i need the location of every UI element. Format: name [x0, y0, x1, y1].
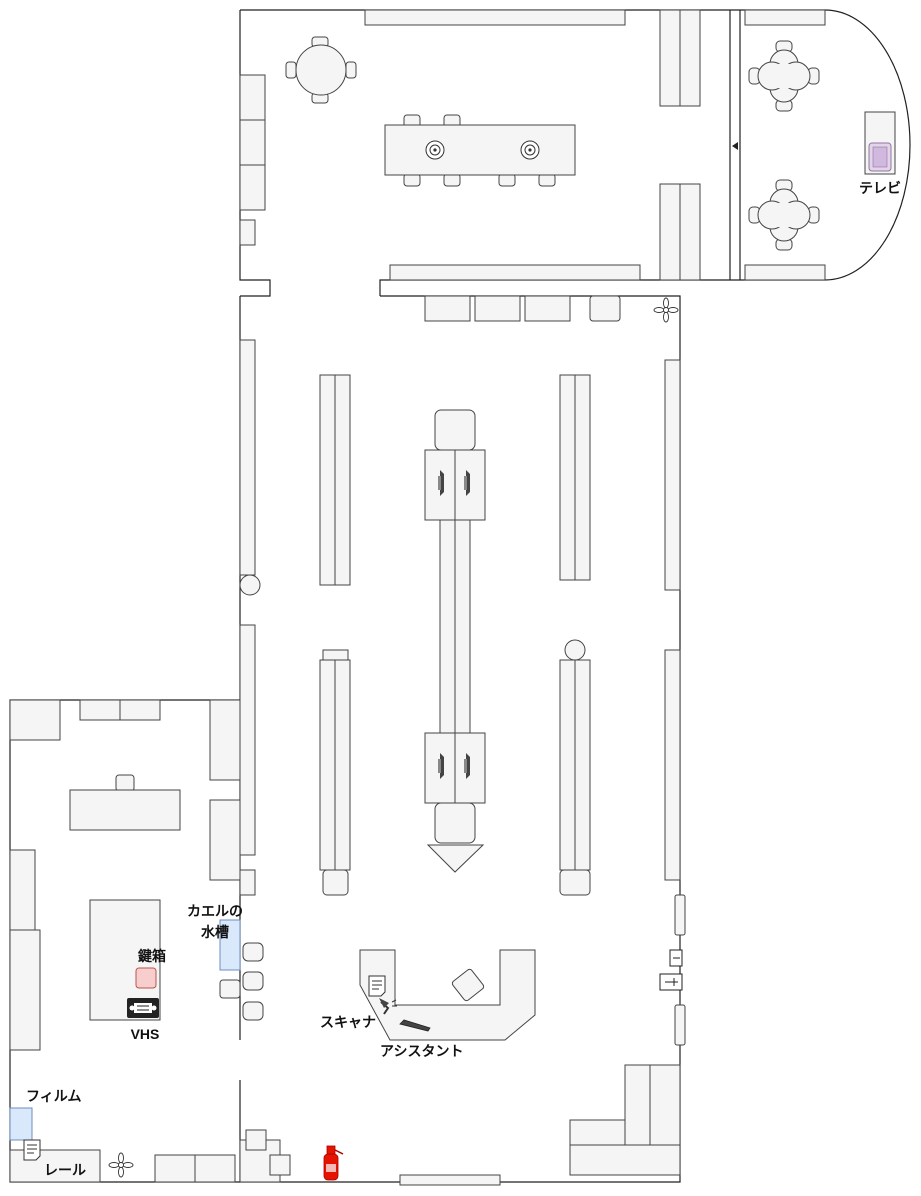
plant-icon	[108, 1152, 134, 1178]
round-table	[285, 36, 357, 104]
monitor-icon	[464, 470, 470, 496]
top-room-furniture	[239, 9, 826, 281]
door-switch-icon	[659, 973, 683, 991]
phone-icon	[425, 140, 445, 160]
small-boxes	[239, 1129, 291, 1183]
assistant-label: アシスタント	[380, 1043, 463, 1059]
meeting-table	[384, 114, 576, 187]
tank-chairs	[219, 942, 264, 1021]
vhs-tape-icon	[127, 998, 159, 1018]
reception-desk	[359, 949, 536, 1041]
scanner-icon	[399, 1019, 431, 1032]
rail-label: レール	[44, 1162, 86, 1178]
lamp-icon	[379, 998, 397, 1015]
film-label: フィルム	[26, 1088, 81, 1104]
tv-label: テレビ	[859, 180, 901, 196]
main-right-shelves	[664, 359, 686, 1046]
tv: テレビ	[859, 111, 901, 196]
frog-tank	[219, 919, 241, 971]
door-arrow-icon	[732, 142, 738, 150]
left-room-furniture	[9, 699, 241, 1183]
plant-icon	[653, 297, 679, 323]
document-icon	[23, 1139, 41, 1161]
monitor-icon	[438, 753, 444, 779]
film-cabinet	[9, 1107, 33, 1141]
corner-cabinets	[569, 1064, 681, 1176]
fire-extinguisher-icon	[323, 1145, 344, 1181]
main-left-shelves	[239, 339, 261, 896]
flower-table-bottom	[748, 179, 820, 251]
monitor-icon	[438, 470, 444, 496]
shelf-rows	[319, 374, 591, 896]
door-switch-icon	[669, 949, 683, 967]
frog-tank-label-2: 水槽	[201, 924, 229, 940]
main-room-top-cabinets	[424, 295, 621, 322]
scanner-label: スキャナ	[320, 1014, 376, 1030]
central-desk	[424, 409, 486, 873]
monitor-icon	[464, 753, 470, 779]
vhs-label: VHS	[131, 1026, 160, 1042]
document-icon	[368, 975, 386, 997]
phone-icon	[520, 140, 540, 160]
bottom-shelf	[399, 1174, 501, 1186]
key-box	[135, 967, 157, 989]
flower-table-top	[748, 40, 820, 112]
frog-tank-label-1: カエルの	[187, 903, 243, 919]
key-box-label: 鍵箱	[138, 948, 166, 964]
tv-icon	[868, 142, 892, 172]
